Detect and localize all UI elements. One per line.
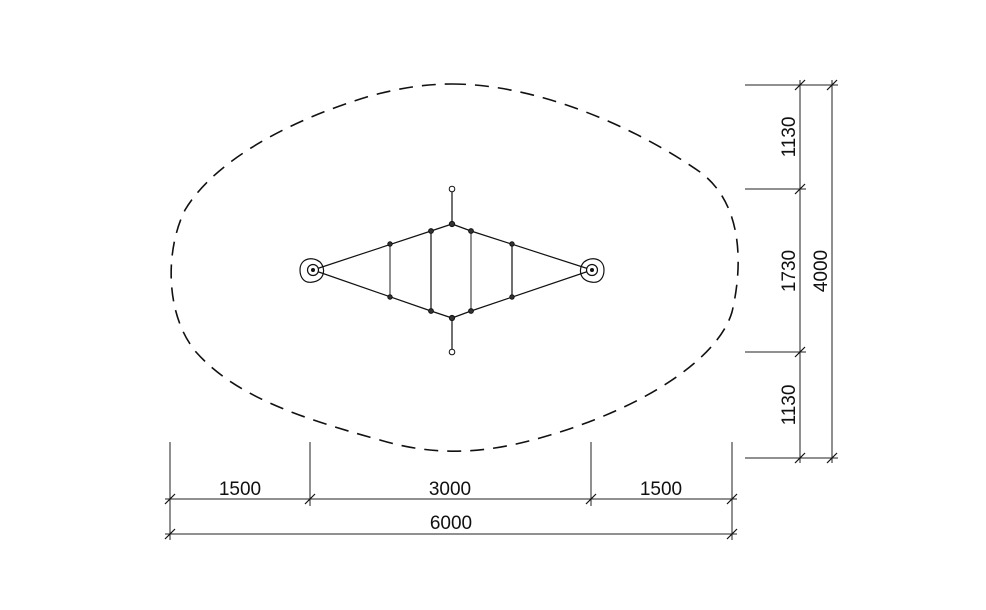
dim-label-total-height: 4000	[811, 250, 832, 292]
dim-label-center: 1730	[779, 250, 800, 292]
dim-label-middle: 3000	[429, 479, 471, 500]
left-anchor-post	[299, 258, 325, 283]
net-node	[509, 294, 515, 300]
net-node	[428, 308, 434, 314]
net-node	[448, 220, 456, 228]
safety-zone-boundary	[170, 83, 739, 452]
dim-label-top: 1130	[779, 117, 800, 158]
net-node	[428, 228, 434, 234]
net-node	[387, 241, 393, 247]
right-anchor-post	[579, 258, 605, 283]
net-node	[387, 294, 393, 300]
dim-label-bottom: 1130	[779, 385, 800, 426]
net-node	[468, 308, 474, 314]
mast-top-cap	[448, 185, 456, 193]
net-node	[448, 314, 456, 322]
net-node	[509, 241, 515, 247]
net-node	[468, 228, 474, 234]
rope-net-structure	[299, 185, 605, 356]
dim-label-left: 1500	[219, 479, 261, 500]
dim-label-total-width: 6000	[430, 513, 472, 534]
vertical-dimensions: 1130 1730 1130 4000	[745, 79, 838, 464]
mast-bottom-cap	[448, 348, 456, 356]
horizontal-dimensions: 1500 3000 1500 6000	[164, 442, 738, 540]
dim-label-right: 1500	[640, 479, 682, 500]
